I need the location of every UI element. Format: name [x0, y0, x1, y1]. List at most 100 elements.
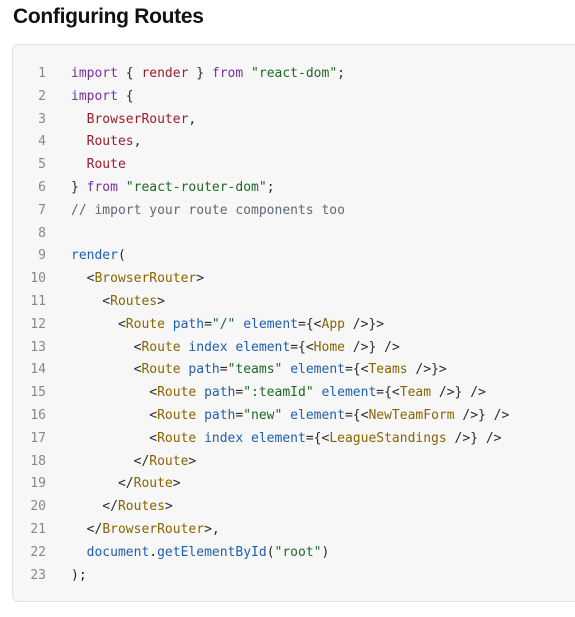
code-token: BrowserRouter: [102, 521, 205, 537]
code-token: {: [117, 66, 142, 81]
code-token: Routes: [86, 134, 134, 150]
line-code: // import your route components too: [71, 200, 345, 223]
code-token: >,: [204, 521, 220, 537]
code-token: "react-router-dom": [125, 179, 267, 195]
code-token: render: [141, 66, 189, 81]
code-token: path: [172, 316, 205, 332]
code-line: 8: [13, 223, 575, 246]
code-token: BrowserRouter: [94, 271, 197, 287]
code-line: 12 <Route path="/" element={<App />}>: [13, 314, 575, 337]
code-token: [243, 66, 251, 81]
code-token: element: [235, 339, 291, 355]
code-token: "root": [274, 544, 322, 560]
code-line: 4 Routes,: [13, 131, 575, 154]
code-token: Route: [141, 362, 181, 378]
code-token: }: [71, 179, 87, 195]
code-token: BrowserRouter: [86, 111, 189, 127]
line-code: <Routes>: [71, 291, 165, 314]
code-token: <: [71, 339, 142, 355]
code-token: >: [157, 293, 165, 309]
code-token: [282, 362, 290, 377]
line-number: 19: [30, 476, 46, 492]
code-token: =: [235, 407, 244, 423]
code-line: 3 BrowserRouter,: [13, 109, 575, 132]
code-token: <: [71, 271, 95, 287]
code-token: [165, 317, 173, 332]
code-token: <: [71, 430, 158, 446]
code-token: ,: [133, 134, 142, 150]
code-token: [71, 112, 87, 127]
code-token: [196, 408, 204, 423]
code-token: <: [71, 362, 142, 378]
code-token: ":teamId": [243, 385, 314, 401]
code-token: from: [86, 179, 118, 195]
code-token: LeagueStandings: [329, 430, 447, 446]
line-code: Route: [71, 154, 126, 177]
code-token: </: [71, 521, 103, 537]
code-line: 15 <Route path=":teamId" element={<Team …: [13, 382, 575, 405]
code-token: >: [196, 271, 205, 287]
code-token: index: [204, 430, 244, 446]
line-number: 14: [30, 362, 46, 378]
line-code: import { render } from "react-dom";: [71, 63, 345, 86]
code-token: ;: [266, 179, 275, 195]
code-line: 7 // import your route components too: [13, 200, 575, 223]
code-token: [71, 134, 87, 149]
code-token: path: [204, 385, 236, 401]
code-line: 5 Route: [13, 154, 575, 177]
code-token: "teams": [227, 362, 283, 378]
code-token: element: [251, 430, 306, 446]
code-token: =: [235, 385, 244, 401]
code-token: "new": [243, 407, 283, 423]
line-code: render(: [71, 245, 126, 268]
code-token: [243, 431, 251, 446]
line-code: import {: [71, 86, 134, 109]
code-token: element: [321, 385, 377, 401]
line-code: <Route path="teams" element={<Teams />}>: [71, 359, 447, 382]
line-code: </BrowserRouter>,: [71, 519, 220, 542]
code-token: ): [321, 544, 330, 560]
code-token: Home: [313, 339, 345, 355]
code-token: ={<: [344, 362, 369, 378]
line-number: 21: [30, 521, 46, 537]
line-number: 13: [30, 339, 46, 355]
code-token: Route: [149, 453, 189, 469]
line-code: Routes,: [71, 131, 142, 154]
code-line: 22 document.getElementById("root"): [13, 542, 575, 565]
code-token: Routes: [117, 499, 165, 515]
line-number: 22: [30, 544, 46, 560]
line-number: 16: [30, 407, 46, 423]
line-number: 17: [30, 430, 46, 446]
code-token: path: [204, 407, 236, 423]
line-number: 7: [38, 202, 46, 218]
code-token: ;: [337, 66, 345, 81]
line-code: <Route index element={<LeagueStandings /…: [71, 428, 501, 451]
code-token: />} />: [344, 339, 400, 355]
code-token: Routes: [110, 293, 158, 309]
code-token: Route: [157, 430, 197, 446]
code-token: Route: [86, 157, 126, 173]
code-token: "react-dom": [251, 66, 338, 81]
code-token: from: [211, 66, 244, 81]
line-code: <Route path="new" element={<NewTeamForm …: [71, 405, 509, 428]
line-number: 10: [30, 271, 46, 287]
code-token: [196, 431, 204, 446]
line-number: 8: [38, 225, 46, 241]
code-token: <: [71, 293, 111, 309]
line-code: );: [71, 565, 87, 588]
line-code: document.getElementById("root"): [71, 542, 330, 565]
code-token: Route: [133, 476, 173, 492]
code-token: }: [188, 66, 212, 81]
code-token: Teams: [368, 362, 408, 378]
code-token: =: [204, 316, 212, 332]
line-code: <BrowserRouter>: [71, 268, 204, 291]
code-line: 6} from "react-router-dom";: [13, 177, 575, 200]
code-line: 19 </Route>: [13, 473, 575, 496]
code-line: 14 <Route path="teams" element={<Teams /…: [13, 359, 575, 382]
code-token: >: [188, 453, 197, 469]
